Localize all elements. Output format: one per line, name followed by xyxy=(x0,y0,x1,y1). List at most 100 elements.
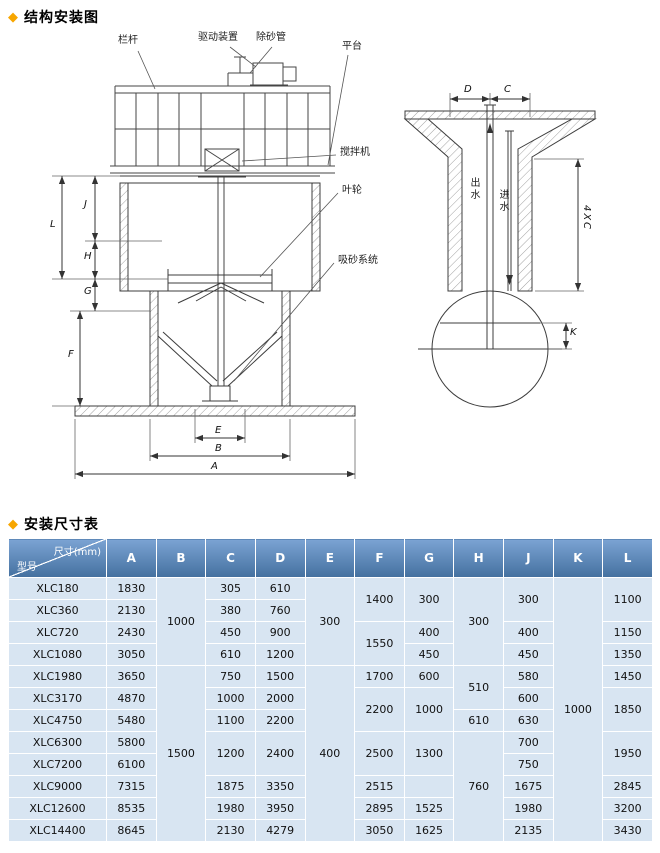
dimension-table-title: 安装尺寸表 xyxy=(24,517,99,533)
cell-G: 1525 xyxy=(403,797,455,820)
structure-diagram-title: 结构安装图 xyxy=(24,10,99,26)
cell-C: 305 xyxy=(205,577,256,600)
table-row: XLC12600 8535 1980 3950 2895 1525 1980 3… xyxy=(8,797,653,820)
impeller-label: 叶轮 xyxy=(342,185,362,196)
cell-F: 1400 xyxy=(354,577,405,622)
cell-J: 1980 xyxy=(503,797,554,820)
cell-L: 1850 xyxy=(602,687,653,732)
cell-A: 2130 xyxy=(106,599,157,622)
corner-cell: 尺寸(mm) 型号 xyxy=(8,538,107,578)
cell-D: 1500 xyxy=(254,665,306,688)
dim-B: B xyxy=(215,443,222,454)
cell-model: XLC14400 xyxy=(8,819,107,842)
cell-F: 3050 xyxy=(354,819,405,842)
cell-A: 5480 xyxy=(106,709,157,732)
cell-G: 1300 xyxy=(403,731,455,776)
corner-bottom-label: 型号 xyxy=(17,562,37,573)
cell-G: 1000 xyxy=(403,687,455,732)
leader-lines xyxy=(137,46,349,382)
col-header-B: B xyxy=(155,538,207,578)
section-view xyxy=(403,104,597,408)
cell-D: 2400 xyxy=(254,731,306,776)
railing-label: 栏杆 xyxy=(118,35,138,46)
cell-model: XLC180 xyxy=(8,577,107,600)
cell-D: 3950 xyxy=(254,797,306,820)
table-row: XLC7200 6100 750 xyxy=(8,753,653,776)
cell-A: 3650 xyxy=(106,665,157,688)
drive-equipment xyxy=(198,56,297,386)
cell-F: 1700 xyxy=(354,665,405,688)
cell-G: 1625 xyxy=(403,819,455,842)
cell-J: 400 xyxy=(503,621,554,644)
cell-G: 400 xyxy=(403,621,455,644)
installation-diagram: 栏杆 驱动装置 除砂管 平台 搅拌机 叶轮 吸砂系统 出水 进水 L J H G… xyxy=(0,29,660,507)
dim-D: D xyxy=(464,84,472,95)
cell-H: 760 xyxy=(453,731,504,842)
cell-C: 610 xyxy=(205,643,256,666)
col-header-A: A xyxy=(106,538,157,578)
cell-model: XLC7200 xyxy=(8,753,107,776)
cell-model: XLC720 xyxy=(8,621,107,644)
table-row: XLC3170 4870 1000 2000 2200 1000 600 185… xyxy=(8,687,653,732)
table-row: XLC360 2130 380 760 xyxy=(8,599,653,622)
col-header-E: E xyxy=(304,538,356,578)
dim-A: A xyxy=(211,461,218,472)
dim-4xc: 4XC xyxy=(581,205,592,232)
cell-D: 3350 xyxy=(254,775,306,798)
dim-G: G xyxy=(84,286,92,297)
suction-label: 吸砂系统 xyxy=(338,255,378,266)
sand-pipe-label: 除砂管 xyxy=(256,32,286,43)
diamond-bullet-icon: ◆ xyxy=(8,516,18,532)
col-header-K: K xyxy=(552,538,604,578)
corner-top-label: 尺寸(mm) xyxy=(53,547,101,558)
extension-lines xyxy=(52,93,584,479)
table-row: XLC720 2430 450 900 1550 400 400 1150 xyxy=(8,621,653,666)
cell-A: 8645 xyxy=(106,819,157,842)
cell-A: 6100 xyxy=(106,753,157,776)
cell-C: 1000 xyxy=(205,687,256,710)
cell-E: 300 xyxy=(304,577,356,666)
dim-F: F xyxy=(68,349,74,360)
section-title-dimensions: ◆ 安装尺寸表 xyxy=(0,507,660,536)
dim-L: L xyxy=(50,219,56,230)
dim-E: E xyxy=(215,425,222,436)
table-row: XLC180 1830 1000 305 610 300 1400 300 30… xyxy=(8,577,653,842)
cell-model: XLC360 xyxy=(8,599,107,622)
cell-C: 1100 xyxy=(205,709,256,732)
cell-C: 750 xyxy=(205,665,256,688)
cell-H: 300 xyxy=(453,577,504,666)
cell-L: 1950 xyxy=(602,731,653,776)
diamond-bullet-icon: ◆ xyxy=(8,9,18,25)
cell-D: 760 xyxy=(254,599,306,622)
dimension-table: 尺寸(mm) 型号 A B C D E F G H J K L XLC180 1… xyxy=(8,538,653,842)
cell-H: 610 xyxy=(453,709,504,732)
cell-B: 1500 xyxy=(155,665,207,842)
cell-L: 1100 xyxy=(602,577,653,622)
cell-D: 2000 xyxy=(254,687,306,710)
col-header-H: H xyxy=(453,538,504,578)
cell-model: XLC1080 xyxy=(8,643,107,666)
cell-F: 2500 xyxy=(354,731,405,776)
cell-J: 450 xyxy=(503,643,554,666)
col-header-J: J xyxy=(503,538,554,578)
cell-G: 600 xyxy=(403,665,455,688)
cell-C: 1980 xyxy=(205,797,256,820)
dim-C: C xyxy=(504,84,511,95)
cell-A: 4870 xyxy=(106,687,157,710)
cell-F: 2200 xyxy=(354,687,405,732)
cell-G: 300 xyxy=(403,577,455,622)
table-header-row: 尺寸(mm) 型号 A B C D E F G H J K L xyxy=(8,538,653,578)
cell-D: 900 xyxy=(254,621,306,644)
water-in-label: 进水 xyxy=(497,189,508,213)
cell-D: 610 xyxy=(254,577,306,600)
cell-model: XLC1980 xyxy=(8,665,107,688)
cell-L: 3430 xyxy=(602,819,653,842)
table-row: XLC4750 5480 1100 2200 610 630 xyxy=(8,709,653,732)
table-row: XLC1980 3650 1500 750 1500 400 1700 600 … xyxy=(8,665,653,842)
drive-label: 驱动装置 xyxy=(198,32,238,43)
cell-D: 4279 xyxy=(254,819,306,842)
cell-D: 2200 xyxy=(254,709,306,732)
cell-E: 400 xyxy=(304,665,356,842)
table-row: XLC6300 5800 1200 2400 2500 1300 760 700… xyxy=(8,731,653,842)
